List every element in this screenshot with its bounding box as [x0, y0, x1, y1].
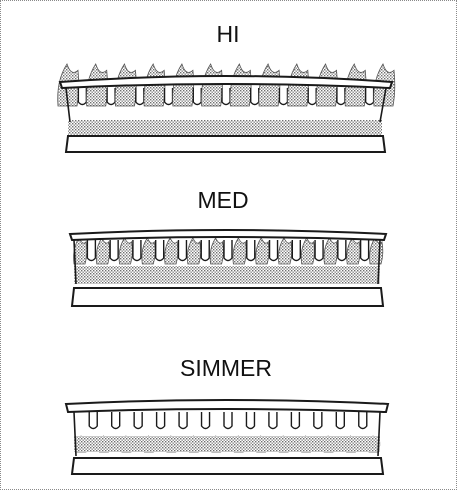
burner-ring-simmer: [72, 458, 383, 474]
burner-port-icon: [246, 412, 254, 429]
flame-icon: [142, 238, 155, 264]
burner-cap-hi: [60, 76, 392, 88]
burner-port-icon: [112, 412, 120, 429]
flame-icon: [233, 238, 246, 264]
burner-port-icon: [338, 240, 346, 261]
burner-port-icon: [89, 412, 97, 429]
burner-port-icon: [269, 412, 277, 429]
burner-port-icon: [107, 88, 115, 105]
flame-icon: [324, 238, 337, 264]
flame-icon: [210, 238, 223, 264]
burner-port-icon: [224, 240, 232, 261]
burner-port-icon: [156, 240, 164, 261]
burner-port-icon: [133, 240, 141, 261]
flame-icon: [96, 238, 109, 264]
burner-port-icon: [359, 412, 367, 429]
burner-port-icon: [308, 88, 316, 105]
flame-icon: [165, 238, 178, 264]
burner-port-icon: [292, 240, 300, 261]
burner-port-icon: [179, 412, 187, 429]
burner-med: [70, 230, 386, 306]
burner-hi: [58, 64, 395, 152]
flame-icon: [256, 238, 269, 264]
burner-port-icon: [136, 88, 144, 105]
burner-base-med: [74, 266, 380, 284]
burner-cap-med: [70, 230, 386, 240]
burner-port-icon: [337, 88, 345, 105]
flames-med: [74, 238, 383, 264]
burner-port-icon: [251, 88, 259, 105]
label-med: MED: [197, 187, 248, 213]
burner-port-icon: [270, 240, 278, 261]
flame-icon: [301, 238, 314, 264]
label-simmer: SIMMER: [180, 355, 272, 381]
burner-ring-hi: [66, 136, 385, 152]
burner-port-icon: [157, 412, 165, 429]
burner-port-icon: [366, 88, 374, 105]
burner-port-icon: [178, 240, 186, 261]
flame-icon: [119, 238, 132, 264]
burner-port-icon: [110, 240, 118, 261]
label-hi: HI: [217, 21, 240, 47]
flame-icon: [187, 238, 200, 264]
burner-port-icon: [202, 412, 210, 429]
burner-port-icon: [165, 88, 173, 105]
burner-port-icon: [336, 412, 344, 429]
burner-port-icon: [361, 240, 369, 261]
burner-port-icon: [279, 88, 287, 105]
burner-port-icon: [247, 240, 255, 261]
burner-port-icon: [134, 412, 142, 429]
burner-simmer: [66, 400, 388, 474]
burner-cap-simmer: [66, 400, 388, 412]
burner-port-icon: [87, 240, 95, 261]
burner-port-icon: [291, 412, 299, 429]
flame-icon: [278, 238, 291, 264]
burner-port-icon: [224, 412, 232, 429]
burner-base-hi: [68, 120, 382, 136]
burner-port-icon: [314, 412, 322, 429]
burner-port-icon: [78, 88, 86, 105]
burner-port-icon: [222, 88, 230, 105]
burner-ring-med: [72, 288, 383, 306]
flame-icon: [347, 238, 360, 264]
burner-port-icon: [315, 240, 323, 261]
burner-base-simmer: [74, 436, 380, 452]
flame-icon: [370, 238, 383, 264]
burner-port-icon: [201, 240, 209, 261]
burner-port-icon: [193, 88, 201, 105]
